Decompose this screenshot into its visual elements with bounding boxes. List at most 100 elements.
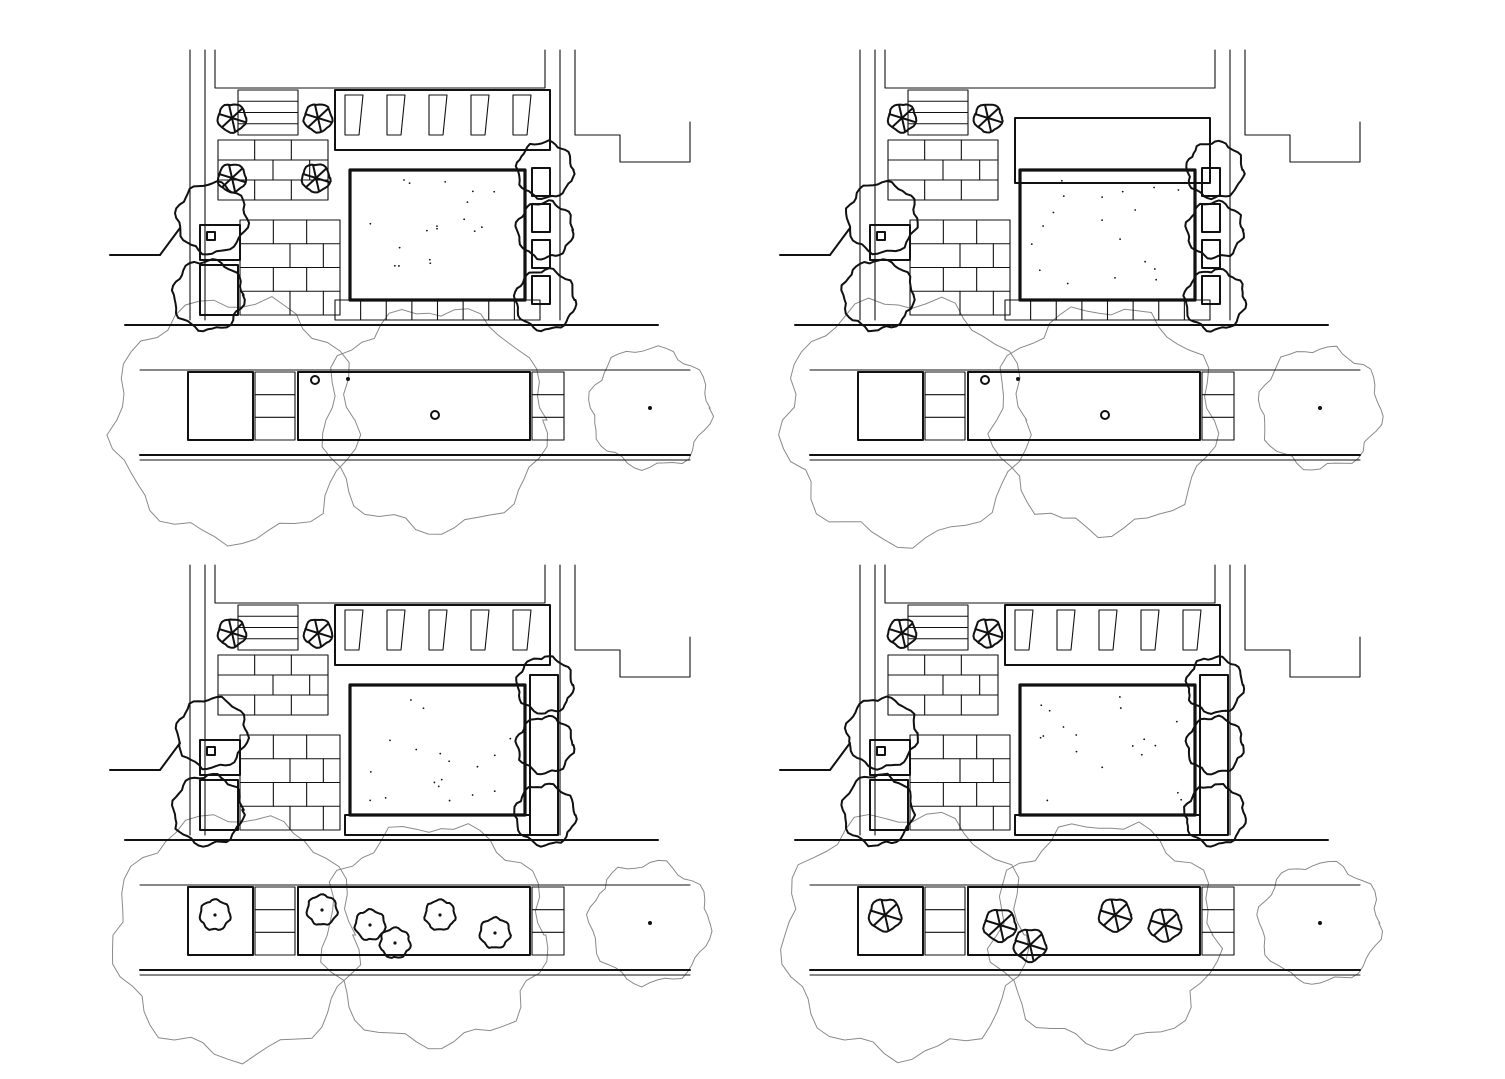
tree-icon: [430, 410, 440, 420]
lawn-stipple: [439, 752, 442, 755]
street-tree-canopy: [321, 308, 549, 535]
tree-icon: [980, 375, 990, 385]
shrub-icon: [302, 618, 334, 649]
shrub-row: [1004, 604, 1221, 666]
rear-building-line: [884, 564, 1216, 604]
lawn-stipple: [1042, 735, 1045, 737]
lawn-stipple: [448, 760, 451, 763]
tree-icon: [1097, 898, 1133, 933]
shrub-icon: [300, 163, 332, 194]
rear-building-line: [884, 49, 1216, 89]
lower-paving: [909, 219, 1011, 316]
lawn-stipple: [1131, 745, 1134, 747]
lawn-stipple: [1121, 190, 1124, 193]
lawn-stipple: [369, 222, 372, 225]
tree-trunk-dot: [1318, 406, 1322, 410]
lawn-stipple: [384, 796, 387, 799]
bin-store: [869, 224, 911, 261]
lawn-border-paving: [334, 299, 541, 321]
lawn-stipple: [1060, 179, 1063, 182]
street-tree-canopy: [320, 823, 549, 1050]
lawn-stipple: [1175, 720, 1178, 723]
tree-canopy: [174, 695, 250, 771]
upper-front-bed: [334, 89, 551, 151]
upper-front-bed: [334, 604, 551, 666]
lawn-stipple: [437, 785, 440, 788]
street-paving: [254, 886, 296, 956]
lawn-stipple: [440, 778, 443, 781]
street-planter-left: [857, 886, 924, 956]
street-tree-canopy: [585, 859, 713, 988]
street-tree-canopy: [106, 296, 362, 547]
upper-planting-bed: [1014, 117, 1211, 184]
neighbour-building: [559, 49, 691, 321]
tree-trunk-dot: [346, 377, 350, 381]
lawn-stipple: [1119, 707, 1122, 709]
shrub-row: [334, 604, 551, 666]
lawn-stipple: [1176, 791, 1179, 794]
lawn-stipple: [1154, 744, 1157, 747]
shrub-icon: [470, 94, 490, 136]
street-tree-canopy: [780, 811, 1030, 1064]
lawn-stipple: [1038, 269, 1041, 272]
street-tree-canopy: [778, 296, 1032, 549]
neighbour-building: [1229, 564, 1361, 836]
shrub-icon: [216, 103, 248, 134]
lawn-stipple: [408, 182, 411, 185]
lawn-stipple: [369, 799, 372, 802]
lawn-stipple: [1140, 753, 1143, 756]
lawn: [1018, 168, 1197, 302]
tree-canopy: [513, 782, 578, 848]
street-planter-planting: [980, 375, 1110, 420]
street-paving: [1201, 371, 1235, 441]
shrub-icon: [972, 618, 1004, 649]
shrub-icon: [1140, 609, 1160, 651]
street-planter-planting: [198, 893, 512, 959]
street-tree-canopy: [111, 814, 362, 1065]
planter-box: [531, 203, 551, 233]
lawn-stipple: [425, 229, 428, 232]
planter-box: [1201, 239, 1221, 269]
bin-icon: [206, 231, 216, 241]
lawn-stipple: [444, 180, 447, 183]
lawn-stipple: [448, 799, 451, 802]
lawn-border-paving: [1004, 299, 1211, 321]
lawn: [348, 168, 527, 302]
tree-icon: [1100, 410, 1110, 420]
lawn-stipple: [433, 781, 436, 784]
lawn-stipple: [1062, 726, 1065, 728]
shrub-icon: [198, 898, 232, 931]
plan-option-4: [779, 564, 1384, 1064]
lawn-stipple: [466, 201, 469, 204]
street-tree-canopy: [987, 306, 1220, 539]
tree-trunk-dot: [648, 406, 652, 410]
tree-canopy: [171, 773, 246, 848]
lawn-stipple: [1075, 734, 1078, 736]
shrub-icon: [886, 618, 918, 649]
tree-canopy: [845, 180, 919, 256]
lawn-stipple: [1062, 195, 1065, 198]
lawn-stipple: [1048, 709, 1051, 712]
lawn-stipple: [476, 765, 479, 768]
shrub-icon: [386, 94, 406, 136]
tree-canopy: [840, 258, 916, 333]
lawn-stipple: [1134, 209, 1137, 211]
right-planting-bed: [1199, 674, 1229, 836]
lawn-stipple: [436, 227, 438, 230]
lawn-stipple: [1153, 186, 1156, 189]
lawn-stipple: [1143, 738, 1146, 741]
lawn-stipple: [471, 190, 474, 193]
bin-store: [199, 739, 241, 776]
bin-icon: [876, 231, 886, 241]
shrub-icon: [353, 908, 387, 941]
side-bed: [869, 779, 909, 831]
upper-paving: [217, 654, 329, 716]
tree-canopy: [515, 655, 575, 715]
leader-line: [829, 227, 851, 256]
lower-paving: [239, 219, 341, 316]
planter-box: [1201, 203, 1221, 233]
tree-canopy: [843, 695, 919, 771]
shrub-icon: [386, 609, 406, 651]
shrub-icon: [428, 609, 448, 651]
lawn-stipple: [398, 246, 401, 249]
